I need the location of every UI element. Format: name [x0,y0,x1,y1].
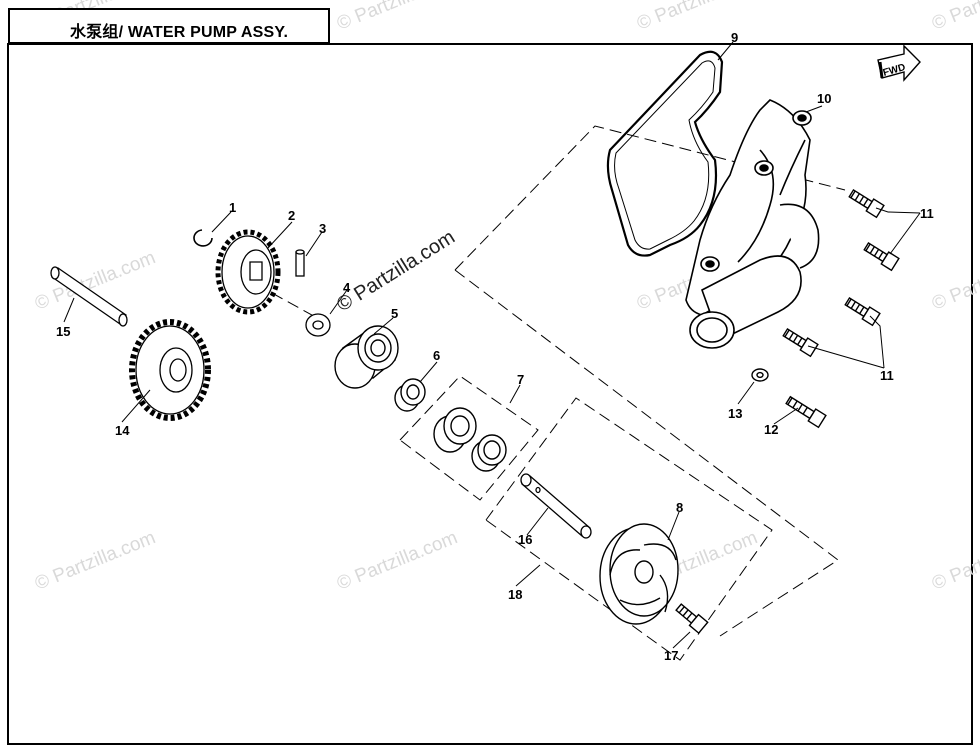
watermark-text: © Partzilla.com [334,0,461,35]
watermark-text: © Partzilla.com [929,0,980,35]
part-mechanical-seal [433,407,507,472]
background-watermarks: © Partzilla.com © Partzilla.com © Partzi… [32,0,980,595]
title-box: 水泵组/ WATER PUMP ASSY. [8,8,330,44]
callout-18: 18 [508,587,522,602]
part-pin [295,249,305,277]
callout-9: 9 [731,30,738,45]
watermark-text: © Partzilla.com [334,527,461,594]
watermark-text: © Partzilla.com [32,527,159,594]
callout-2: 2 [288,208,295,223]
callout-14: 14 [115,423,130,438]
callout-6: 6 [433,348,440,363]
part-pump-shaft [520,473,592,539]
part-pump-cover [685,99,820,349]
fwd-arrow-icon: FWD [877,44,921,82]
callout-labels: 1 2 3 4 5 6 7 8 9 10 11 11 12 13 14 15 1… [56,30,934,663]
watermark-center: © Partzilla.com [333,226,459,316]
part-seal-6 [394,378,426,412]
part-gasket [606,50,724,257]
callout-4: 4 [343,280,351,295]
part-washer-4 [305,313,331,337]
part-drive-shaft [50,266,128,327]
callout-3: 3 [319,221,326,236]
diagram-frame [7,43,973,745]
callout-11a: 11 [920,206,934,221]
callout-1: 1 [229,200,236,215]
part-impeller [599,523,679,625]
part-small-gear [215,229,281,315]
part-bolt-17 [675,603,709,635]
part-bolts-11 [751,188,900,429]
callout-10: 10 [817,91,831,106]
part-circlip [193,229,213,247]
callout-8: 8 [676,500,683,515]
callout-17: 17 [664,648,678,663]
callout-15: 15 [56,324,70,339]
callout-16: 16 [518,532,532,547]
callout-12: 12 [764,422,778,437]
part-drive-gear [129,319,211,421]
callout-13: 13 [728,406,742,421]
leader-lines [63,41,921,649]
callout-7: 7 [517,372,524,387]
diagram-title: 水泵组/ WATER PUMP ASSY. [70,24,289,41]
watermark-text: © Partzilla.com [634,0,761,35]
callout-11b: 11 [880,368,894,383]
callout-5: 5 [391,306,398,321]
part-bearing [334,325,399,389]
